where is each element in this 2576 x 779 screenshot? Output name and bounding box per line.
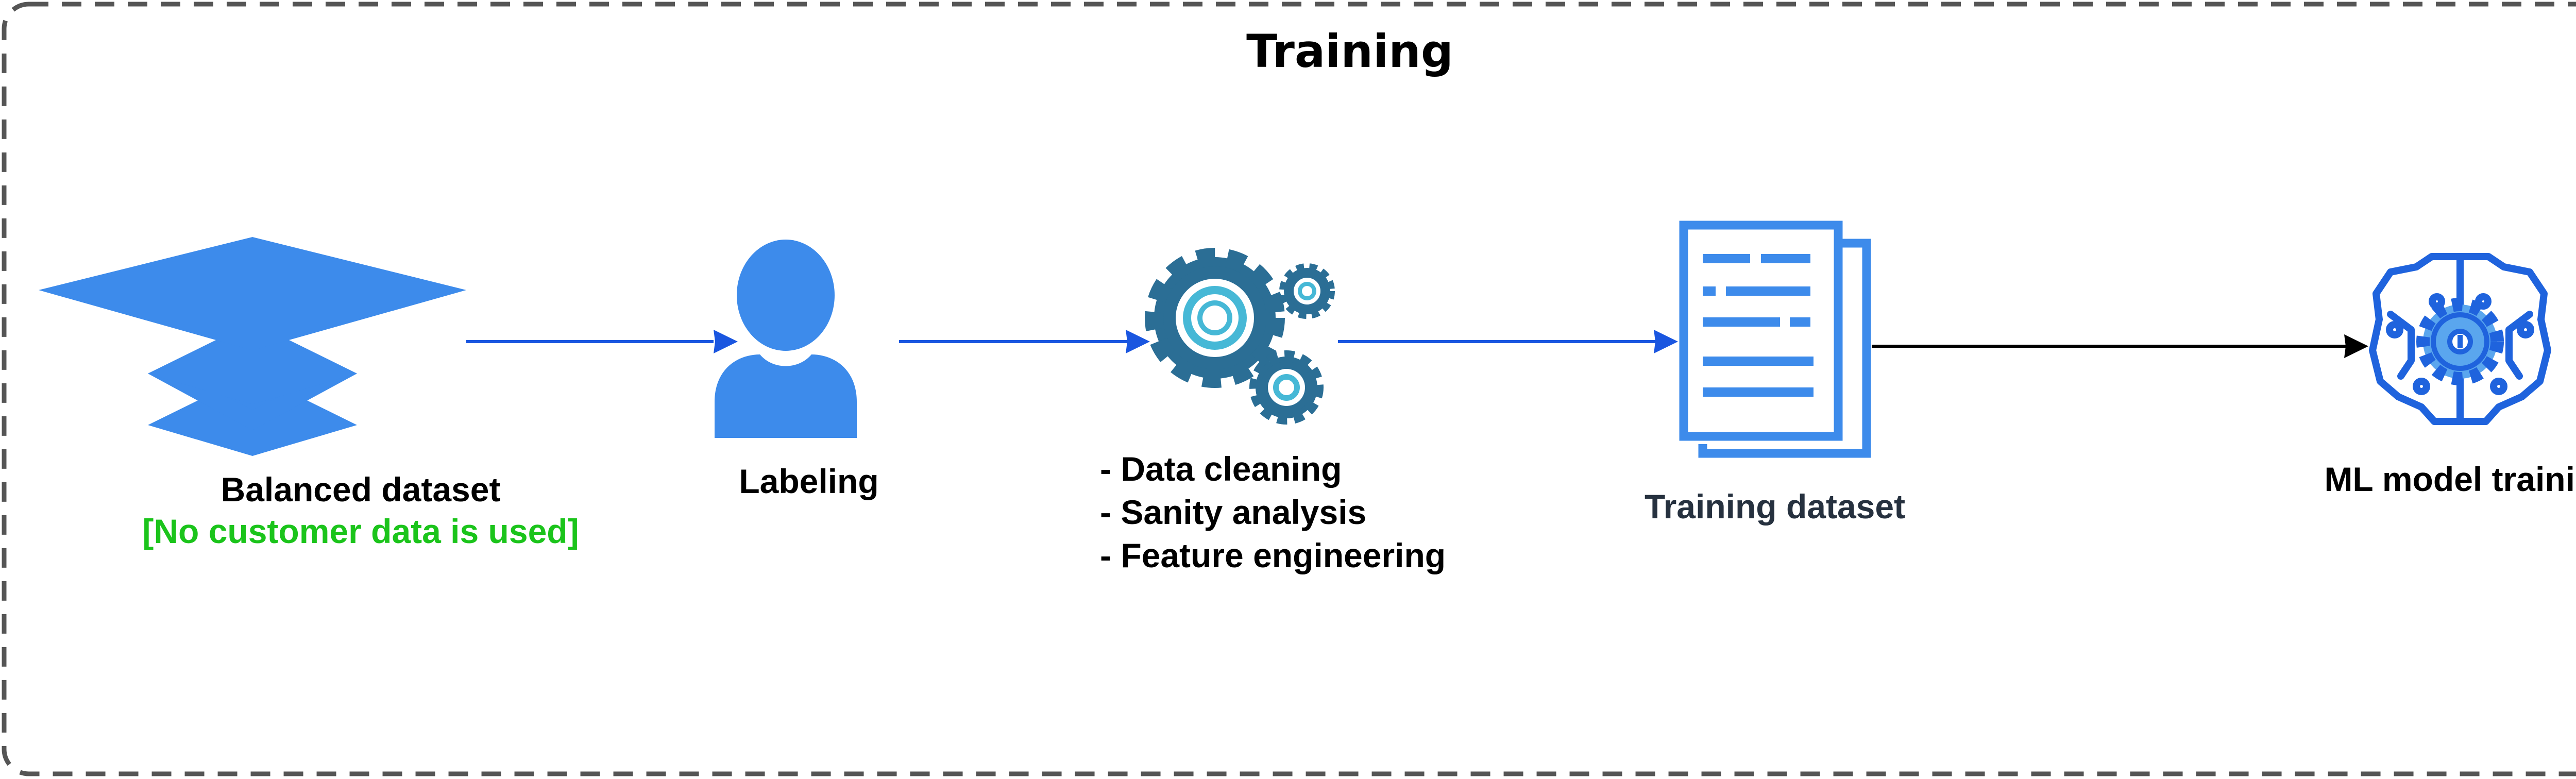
node-label-balanced-dataset: Balanced dataset <box>221 470 501 509</box>
edge-processing-to-training-dataset <box>1338 330 1678 353</box>
edges <box>466 330 2368 358</box>
node-label-labeling: Labeling <box>739 462 879 500</box>
gears-icon <box>1145 248 1335 425</box>
node-label-training-dataset: Training dataset <box>1644 487 1906 526</box>
diagram-title: Training <box>1246 25 1453 78</box>
brain-gear-center-icon <box>2416 298 2504 385</box>
processing-step: - Feature engineering <box>1100 536 1446 574</box>
edge-balanced-to-labeling <box>466 330 738 353</box>
edge-training-dataset-to-ml-training <box>1872 334 2368 358</box>
user-icon <box>715 240 857 438</box>
node-note-no-customer-data: [No customer data is used] <box>142 512 579 550</box>
processing-step: - Sanity analysis <box>1100 493 1367 531</box>
edge-labeling-to-processing <box>899 330 1150 353</box>
processing-steps-list: - Data cleaning - Sanity analysis - Feat… <box>1100 447 1446 577</box>
processing-step: - Data cleaning <box>1100 450 1342 488</box>
layers-icon <box>39 237 466 456</box>
document-icon <box>1679 221 1871 458</box>
node-label-ml-model-training: ML model training <box>2324 460 2576 498</box>
